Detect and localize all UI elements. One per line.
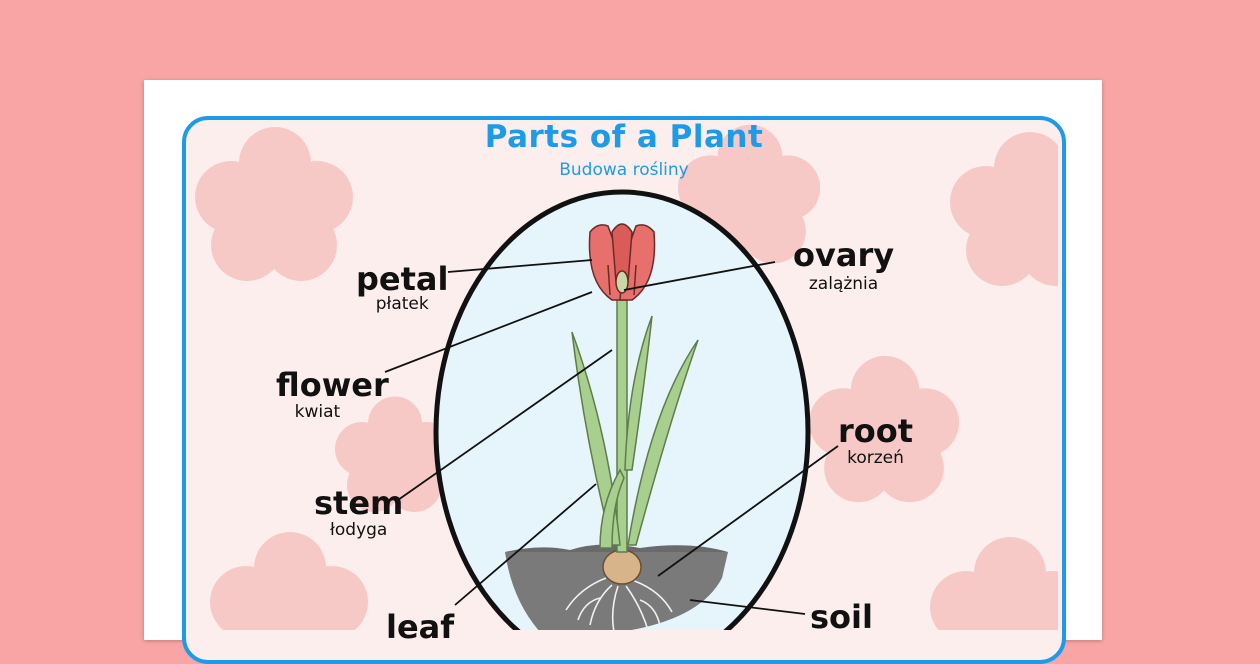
leader-lines xyxy=(384,259,839,615)
label-stem: stem łodyga xyxy=(314,486,403,540)
label-ovary-pl: zalążnia xyxy=(808,274,879,294)
background-flower-shape xyxy=(195,127,353,281)
bulb xyxy=(602,549,642,585)
label-ovary: ovary zalążnia xyxy=(793,238,894,294)
label-stem-en: stem xyxy=(314,484,404,522)
label-root-en: root xyxy=(838,412,914,450)
background-flower-shape xyxy=(809,355,960,503)
label-petal-en: petal xyxy=(356,260,449,298)
label-soil-en: soil xyxy=(810,598,873,636)
label-petal-pl: płatek xyxy=(375,294,429,314)
label-root: root korzeń xyxy=(838,414,913,468)
stem-drawing xyxy=(616,297,628,553)
label-flower: flower kwiat xyxy=(276,368,389,422)
roots-drawing xyxy=(565,577,673,630)
leaves-drawing xyxy=(571,315,699,549)
background-flower-shape xyxy=(950,132,1058,286)
background-flowers xyxy=(195,124,1058,630)
label-soil: soil xyxy=(810,600,873,634)
tulip-flower xyxy=(588,223,656,301)
label-petal: petal płatek xyxy=(356,262,448,314)
page-subtitle: Budowa rośliny xyxy=(559,160,689,180)
label-leaf-en: leaf xyxy=(386,608,455,646)
label-flower-en: flower xyxy=(276,366,389,404)
page-title: Parts of a Plant xyxy=(484,119,764,155)
label-ovary-en: ovary xyxy=(793,236,895,274)
background-flower-shape xyxy=(930,537,1058,630)
label-leaf: leaf xyxy=(386,610,454,644)
background-flower-shape xyxy=(210,532,368,630)
label-flower-pl: kwiat xyxy=(294,402,341,422)
label-stem-pl: łodyga xyxy=(330,520,388,540)
plant-diagram xyxy=(195,124,1058,630)
label-root-pl: korzeń xyxy=(847,448,904,468)
